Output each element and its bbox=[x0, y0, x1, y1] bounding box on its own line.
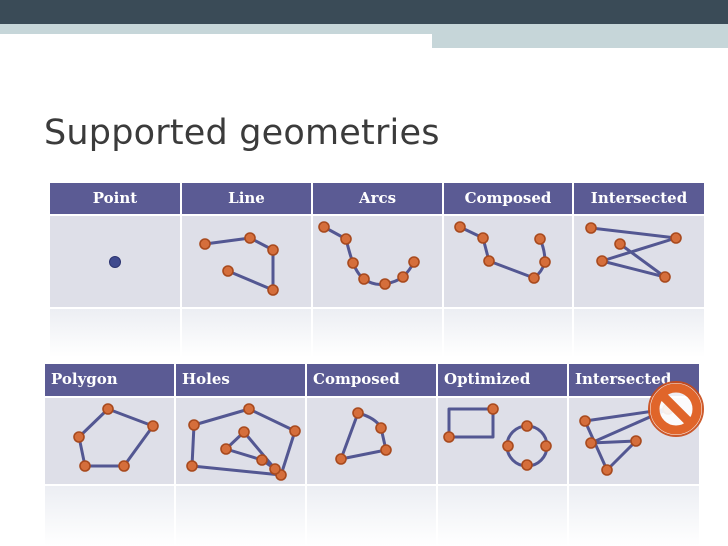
cell-reflection bbox=[50, 309, 180, 357]
header-holes: Holes bbox=[176, 364, 305, 396]
header-intersected: Intersected bbox=[574, 183, 704, 214]
header-optimized: Optimized bbox=[438, 364, 567, 396]
cell-reflection bbox=[313, 309, 442, 357]
cell-reflection bbox=[444, 309, 572, 357]
header-composed: Composed bbox=[307, 364, 436, 396]
slide-top-band-notch bbox=[432, 34, 728, 48]
header-line: Line bbox=[182, 183, 311, 214]
prohibited-icon bbox=[648, 381, 704, 437]
cell-composed bbox=[307, 398, 436, 484]
cell-reflection bbox=[438, 486, 567, 546]
line-geometry bbox=[199, 232, 279, 296]
header-polygon: Polygon bbox=[45, 364, 174, 396]
composed-polygon-geometry bbox=[335, 407, 392, 465]
header-point: Point bbox=[50, 183, 180, 214]
slide-top-band-accent bbox=[0, 24, 728, 34]
intersected-geometry bbox=[585, 222, 682, 283]
optimized-geometry bbox=[443, 403, 552, 471]
cell-reflection bbox=[45, 486, 174, 546]
composed-geometry bbox=[454, 221, 551, 284]
cell-reflection bbox=[569, 486, 699, 546]
cell-reflection bbox=[176, 486, 305, 546]
point-geometry bbox=[109, 256, 121, 268]
slide-title: Supported geometries bbox=[44, 113, 440, 153]
cell-line bbox=[182, 216, 311, 307]
cell-reflection bbox=[307, 486, 436, 546]
header-arcs: Arcs bbox=[313, 183, 442, 214]
slide-top-band bbox=[0, 0, 728, 24]
cell-reflection bbox=[182, 309, 311, 357]
holes-geometry bbox=[186, 403, 301, 481]
polygon-geometry bbox=[73, 403, 159, 472]
cell-reflection bbox=[574, 309, 704, 357]
header-composed: Composed bbox=[444, 183, 572, 214]
arcs-geometry bbox=[318, 221, 420, 290]
